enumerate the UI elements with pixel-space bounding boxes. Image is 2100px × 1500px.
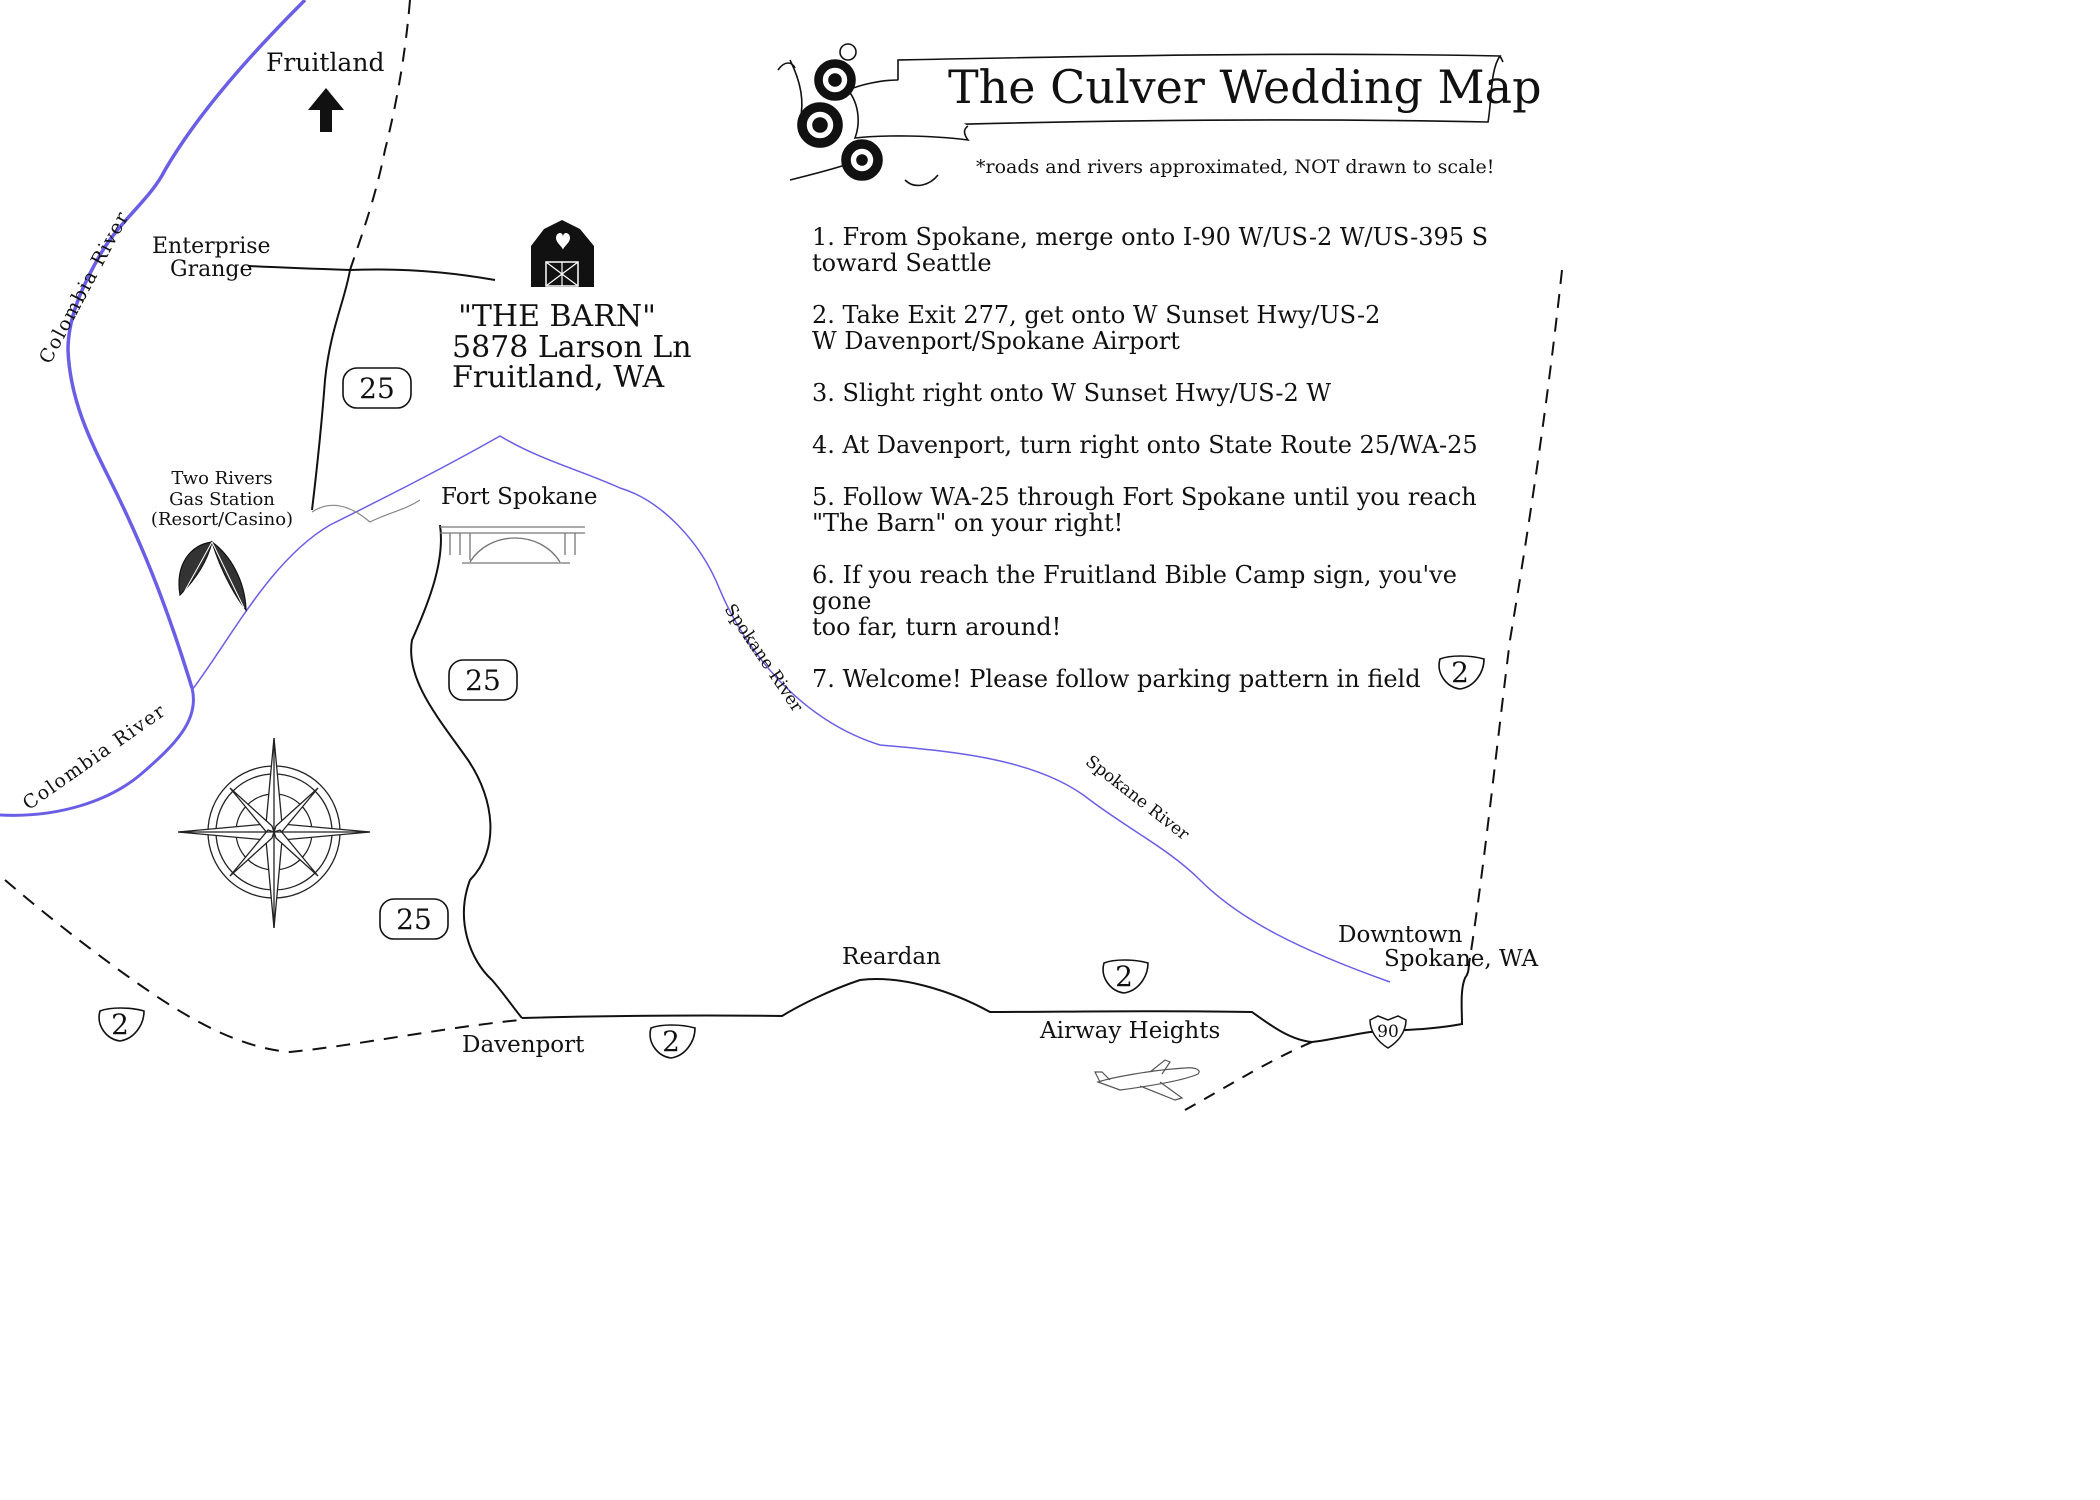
- road-enterprise: [247, 265, 496, 281]
- bridge-icon: [440, 526, 585, 564]
- direction-step: 3. Slight right onto W Sunset Hwy/US-2 W: [812, 379, 1332, 407]
- scale-disclaimer: *roads and rivers approximated, NOT draw…: [976, 156, 1495, 178]
- place-enterprise-grange: Enterprise Grange: [152, 234, 271, 283]
- i90-shield: 90: [1366, 1014, 1410, 1050]
- wedding-map: The Culver Wedding Map *roads and rivers…: [0, 0, 1563, 1111]
- direction-step: 4. At Davenport, turn right onto State R…: [812, 431, 1478, 459]
- road-us2-east-dashed: [1469, 269, 1563, 959]
- road-wa25-north: [311, 269, 351, 511]
- direction-step: 6. If you reach the Fruitland Bible Camp…: [812, 561, 1457, 641]
- road-southeast-dashed: [1184, 1041, 1313, 1111]
- place-downtown-spokane: Downtown Spokane, WA: [1338, 922, 1539, 973]
- direction-step: 7. Welcome! Please follow parking patter…: [812, 665, 1421, 693]
- north-arrow-icon: [308, 88, 344, 132]
- venue-city: Fruitland, WA: [452, 360, 665, 396]
- place-fort-spokane: Fort Spokane: [441, 484, 598, 510]
- road-us2: [521, 957, 1471, 1044]
- airplane-icon: [1094, 1059, 1200, 1101]
- us2-shield: 2: [1096, 957, 1152, 995]
- compass-rose-icon: [177, 737, 371, 929]
- spokane-river: [191, 435, 1391, 983]
- direction-step: 1. From Spokane, merge onto I-90 W/US-2 …: [812, 223, 1489, 277]
- place-two-rivers: Two Rivers Gas Station (Resort/Casino): [150, 468, 294, 531]
- wa25-shield: 25: [379, 898, 449, 940]
- us2-shield: 2: [92, 1005, 148, 1043]
- map-title: The Culver Wedding Map: [948, 60, 1542, 114]
- place-reardan: Reardan: [842, 944, 941, 970]
- venue-address: "THE BARN" 5878 Larson Ln Fruitland, WA: [452, 299, 692, 396]
- map-drawing: [0, 0, 1563, 1111]
- directions-list: 1. From Spokane, merge onto I-90 W/US-2 …: [812, 224, 1502, 718]
- roses-banner-icon: [777, 43, 1504, 187]
- feathers-icon: [178, 540, 247, 612]
- barn-heart-icon: [531, 220, 594, 287]
- road-us2-west-dashed: [4, 879, 521, 1054]
- place-airway-heights: Airway Heights: [1040, 1018, 1221, 1044]
- venue-street: 5878 Larson Ln: [452, 329, 692, 365]
- place-fruitland: Fruitland: [266, 48, 385, 77]
- direction-step: 5. Follow WA-25 through Fort Spokane unt…: [812, 483, 1477, 537]
- road-north-dashed: [349, 0, 411, 271]
- colombia-river-lower: [0, 687, 195, 817]
- wa25-shield: 25: [448, 659, 518, 701]
- wa25-shield: 25: [342, 367, 412, 409]
- direction-step: 2. Take Exit 277, get onto W Sunset Hwy/…: [812, 301, 1381, 355]
- venue-name: "THE BARN": [458, 299, 656, 334]
- colombia-river-upper: [66, 0, 307, 689]
- road-fort-connector: [311, 499, 421, 523]
- road-wa25-south: [410, 524, 523, 1019]
- us2-shield: 2: [643, 1022, 699, 1060]
- us2-shield: 2: [1432, 653, 1488, 691]
- place-davenport: Davenport: [462, 1032, 585, 1058]
